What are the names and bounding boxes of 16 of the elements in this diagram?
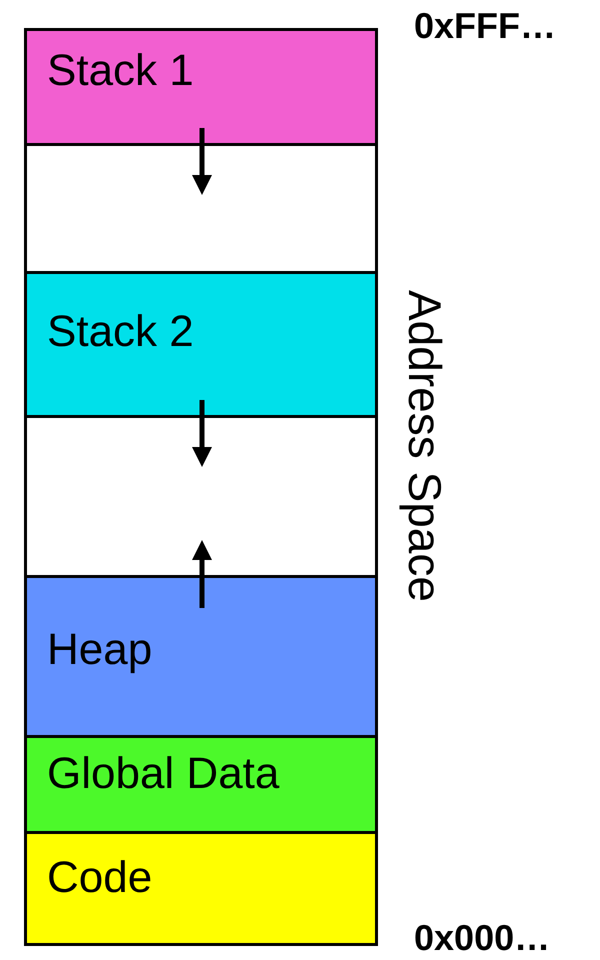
address-label: 0xFFF…	[414, 8, 556, 44]
segment-label: Code	[47, 856, 152, 900]
segment-label: Stack 1	[47, 49, 194, 93]
arrow	[192, 540, 212, 608]
memory-segment	[27, 831, 375, 943]
segment-label: Global Data	[47, 752, 280, 796]
memory-segment	[27, 31, 375, 143]
arrow	[192, 128, 212, 195]
address-label: 0x000…	[414, 920, 550, 956]
memory-segment	[27, 575, 375, 735]
memory-segment	[27, 271, 375, 415]
arrow	[192, 400, 212, 467]
axis-label: Address Space	[402, 290, 448, 602]
memory-segment	[27, 735, 375, 831]
segment-label: Heap	[47, 628, 152, 672]
segment-label: Stack 2	[47, 310, 194, 354]
